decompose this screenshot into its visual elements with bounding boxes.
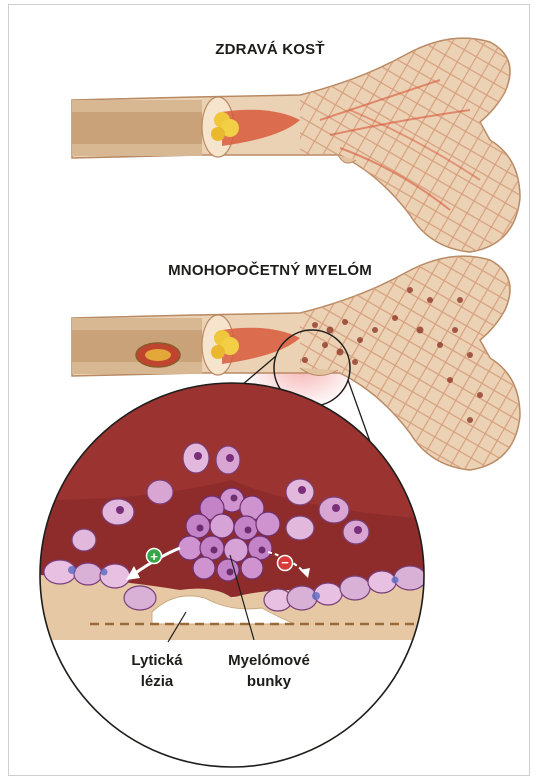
svg-text:−: − (281, 555, 289, 570)
lytic-lesion-label-line1: Lytická (102, 650, 212, 671)
myeloma-title: MNOHOPOČETNÝ MYELÓM (0, 262, 540, 279)
healthy-bone-title: ZDRAVÁ KOSŤ (0, 41, 540, 58)
zoom-detail (40, 380, 440, 780)
myeloma-cells-label: Myelómové bunky (214, 650, 324, 692)
myeloma-cells-label-line2: bunky (214, 671, 324, 692)
plus-sign-icon: + (147, 549, 162, 565)
healthy-bone (72, 38, 520, 252)
myeloma-cells-label-line1: Myelómové (214, 650, 324, 671)
lytic-lesion-label-line2: lézia (102, 671, 212, 692)
minus-sign-icon: − (278, 555, 293, 571)
svg-text:+: + (150, 549, 158, 564)
lytic-lesion-label: Lytická lézia (102, 650, 212, 692)
